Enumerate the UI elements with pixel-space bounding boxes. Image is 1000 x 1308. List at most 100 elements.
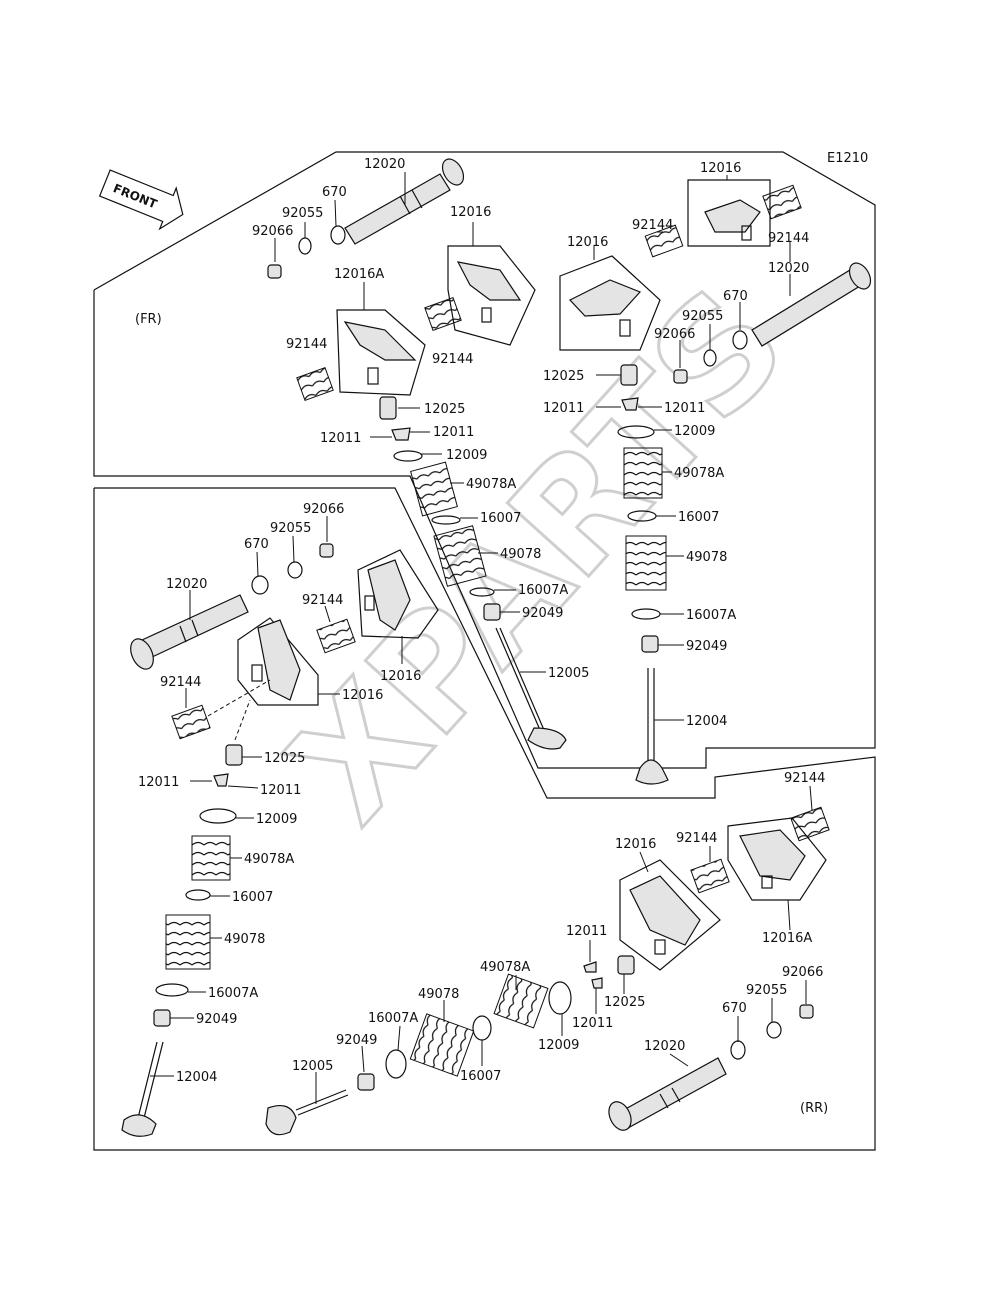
leader-lines-tl xyxy=(274,172,546,673)
part-number-label: 16007A xyxy=(518,583,568,598)
leader-lines-ml xyxy=(150,516,403,1077)
part-number-label: 16007 xyxy=(678,510,719,525)
part-number-label: 49078A xyxy=(244,852,294,867)
cap-nut xyxy=(319,543,334,558)
adjuster xyxy=(620,364,638,386)
part-number-label: 16007A xyxy=(208,986,258,1001)
part-number-label: 12011 xyxy=(566,924,607,939)
valve-spring xyxy=(625,535,667,591)
coil-spring xyxy=(690,858,730,894)
part-number-label: 92055 xyxy=(282,206,323,221)
exhaust-valve xyxy=(495,627,567,750)
part-number-label: 12011 xyxy=(572,1016,613,1031)
part-number-label: 670 xyxy=(244,537,269,552)
part-number-label: 92049 xyxy=(686,639,727,654)
spring-seat xyxy=(431,515,461,525)
spring-seat xyxy=(472,1015,492,1041)
o-ring xyxy=(298,237,312,255)
rocker-arm-group xyxy=(447,245,536,346)
rocker-arm xyxy=(367,559,411,631)
part-number-label: 49078A xyxy=(674,466,724,481)
part-number-label: 12025 xyxy=(424,402,465,417)
part-number-label: 92055 xyxy=(682,309,723,324)
rocker-pin xyxy=(619,319,631,337)
coil-spring xyxy=(644,224,684,258)
part-number-label: 92049 xyxy=(196,1012,237,1027)
leader-lines-br xyxy=(315,785,813,1104)
rocker-arm-group xyxy=(336,309,426,396)
valve-seal xyxy=(153,1009,171,1027)
exhaust-valve xyxy=(265,1089,349,1136)
rocker-arm-group xyxy=(357,549,439,639)
rocker-arm xyxy=(569,279,642,317)
valve-cotter xyxy=(621,397,639,411)
spring-retainer xyxy=(199,808,237,824)
valve-cotter xyxy=(591,977,603,989)
rocker-shaft xyxy=(130,594,249,670)
valve-seal xyxy=(483,603,501,621)
valve-spring xyxy=(165,914,211,970)
spring-seat xyxy=(631,608,661,620)
part-number-label: 12005 xyxy=(548,666,589,681)
cap-nut xyxy=(267,264,282,279)
rocker-pin xyxy=(367,367,379,385)
part-number-label: 49078 xyxy=(686,550,727,565)
valve-cotter xyxy=(391,427,411,441)
valve-seal xyxy=(357,1073,375,1091)
rocker-arm-group xyxy=(559,255,661,351)
part-number-label: 12009 xyxy=(256,812,297,827)
rocker-pin xyxy=(251,664,263,682)
rocker-arm xyxy=(629,875,701,946)
rocker-arm xyxy=(257,619,301,701)
part-number-label: 12011 xyxy=(664,401,705,416)
part-number-label: 92066 xyxy=(782,965,823,980)
rr-label: (RR) xyxy=(800,1101,828,1116)
valve-spring xyxy=(409,1013,475,1077)
part-number-label: 49078 xyxy=(500,547,541,562)
dash-leader xyxy=(234,699,251,741)
part-number-label: 49078 xyxy=(418,987,459,1002)
rocker-arm-group xyxy=(727,817,827,901)
spring-seat xyxy=(185,889,211,901)
fr-group-frame xyxy=(93,151,876,769)
rocker-arm xyxy=(739,829,806,881)
dash-leader xyxy=(207,679,271,717)
part-number-label: 92049 xyxy=(522,606,563,621)
o-ring xyxy=(730,1040,746,1060)
valve-seal xyxy=(641,635,659,653)
adjuster xyxy=(379,396,397,420)
valve-spring xyxy=(623,447,663,499)
part-number-label: 92066 xyxy=(252,224,293,239)
spring-retainer xyxy=(617,425,655,439)
part-number-label: 12020 xyxy=(166,577,207,592)
rocker-shaft xyxy=(751,262,872,347)
part-number-label: 12009 xyxy=(538,1038,579,1053)
o-ring xyxy=(766,1021,782,1039)
part-number-label: 12025 xyxy=(604,995,645,1010)
part-number-label: 92144 xyxy=(676,831,717,846)
rocker-pin xyxy=(481,307,492,323)
intake-valve xyxy=(121,1041,164,1137)
o-ring xyxy=(330,225,346,245)
part-number-label: 16007A xyxy=(686,608,736,623)
part-number-label: 16007 xyxy=(480,511,521,526)
front-arrow-icon: FRONT xyxy=(98,169,184,231)
diagram-code: E1210 xyxy=(827,151,868,166)
front-label: FRONT xyxy=(111,181,160,211)
adjuster xyxy=(225,744,243,766)
rr-group-frame xyxy=(93,487,876,1151)
part-number-label: 92144 xyxy=(302,593,343,608)
part-number-label: 670 xyxy=(722,1001,747,1016)
part-number-label: 12016 xyxy=(567,235,608,250)
rocker-shaft xyxy=(344,158,465,245)
part-number-label: 12009 xyxy=(674,424,715,439)
fr-label: (FR) xyxy=(135,312,162,327)
coil-spring xyxy=(296,366,334,402)
rocker-pin xyxy=(741,225,752,241)
part-number-label: 12020 xyxy=(364,157,405,172)
part-number-label: 12016 xyxy=(380,669,421,684)
part-number-label: 12020 xyxy=(644,1039,685,1054)
part-number-label: 92144 xyxy=(632,218,673,233)
valve-cotter xyxy=(213,773,229,787)
